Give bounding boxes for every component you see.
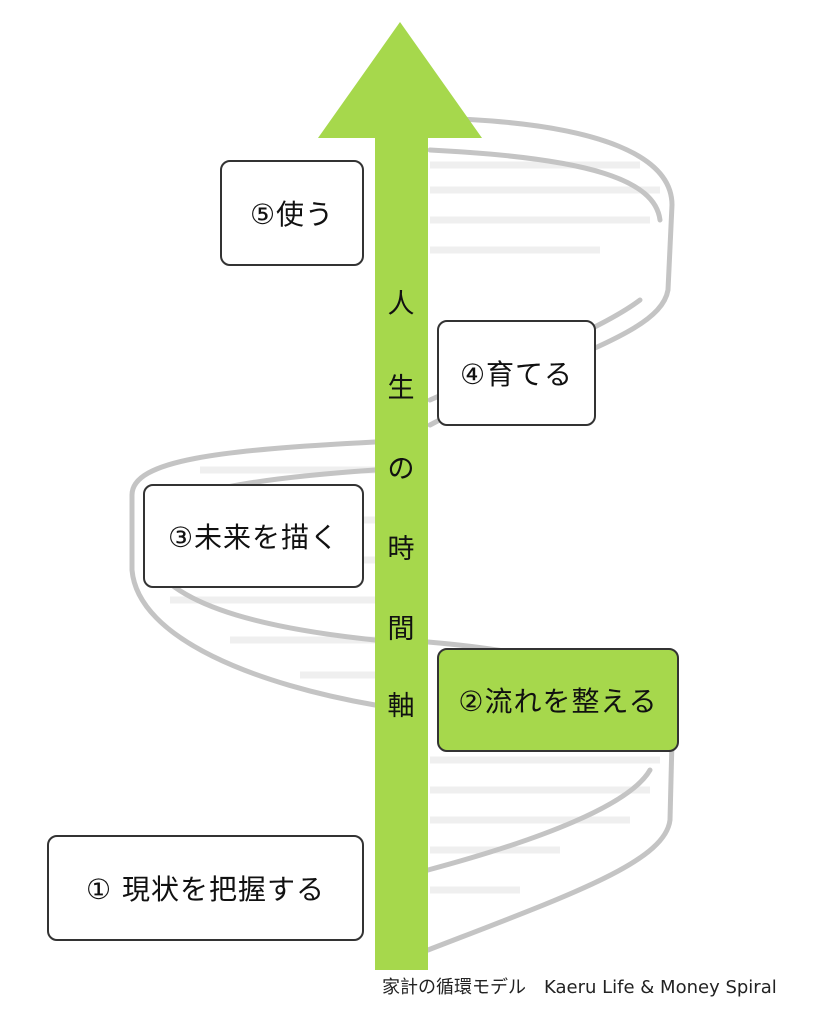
step-1-box: ① 現状を把握する	[47, 835, 364, 941]
axis-label-char: 人	[387, 289, 415, 320]
caption: 家計の循環モデル Kaeru Life & Money Spiral	[382, 977, 777, 998]
arrow-shaft	[375, 136, 428, 970]
step-3-box: ③未来を描く	[143, 484, 364, 588]
time-axis-arrow	[318, 22, 482, 970]
axis-label-char: 軸	[387, 691, 415, 722]
arrow-head	[318, 22, 482, 138]
step-4-box: ④育てる	[437, 320, 596, 426]
axis-label-char: の	[387, 454, 415, 485]
step-5-box: ⑤使う	[220, 160, 364, 266]
axis-label-char: 間	[387, 614, 415, 645]
axis-label-char: 時	[387, 534, 415, 565]
axis-label-char: 生	[387, 373, 415, 404]
step-2-box: ②流れを整える	[437, 648, 679, 752]
